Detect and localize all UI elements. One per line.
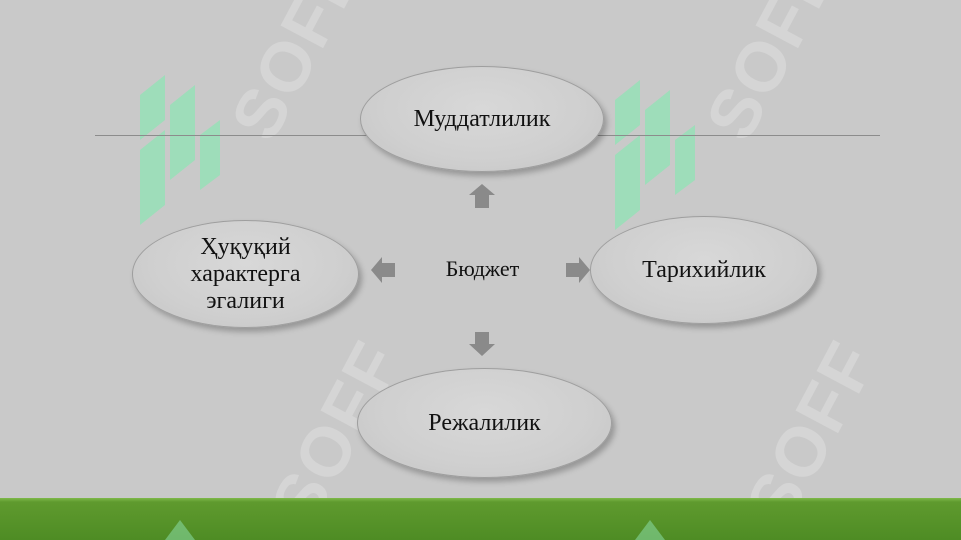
watermark-logo-bottom-right	[635, 520, 665, 540]
watermark-text: SOFF	[690, 0, 852, 153]
node-right-label: Тарихийлик	[642, 256, 766, 283]
watermark-text: SOFF	[215, 0, 377, 153]
watermark-logo-left	[140, 75, 220, 225]
arrow-up-icon	[469, 184, 495, 208]
watermark-logo-right	[615, 80, 695, 230]
node-top: Муддатлилик	[360, 66, 604, 172]
node-left-line-2: характерга	[190, 260, 301, 287]
node-right: Тарихийлик	[590, 216, 818, 324]
node-left: Ҳуқуқий характерга эгалиги	[132, 220, 359, 328]
node-bottom-label: Режалилик	[428, 409, 541, 436]
arrow-down-icon	[469, 332, 495, 356]
arrow-right-icon	[566, 257, 590, 283]
node-left-line-3: эгалиги	[206, 287, 285, 314]
node-left-line-1: Ҳуқуқий	[200, 233, 291, 260]
footer-bar	[0, 498, 961, 540]
arrow-left-icon	[371, 257, 395, 283]
node-bottom: Режалилик	[357, 368, 612, 478]
node-left-label: Ҳуқуқий характерга эгалиги	[191, 234, 301, 315]
center-label: Бюджет	[445, 256, 520, 281]
watermark-logo-bottom-left	[165, 520, 195, 540]
node-top-label: Муддатлилик	[413, 105, 551, 132]
